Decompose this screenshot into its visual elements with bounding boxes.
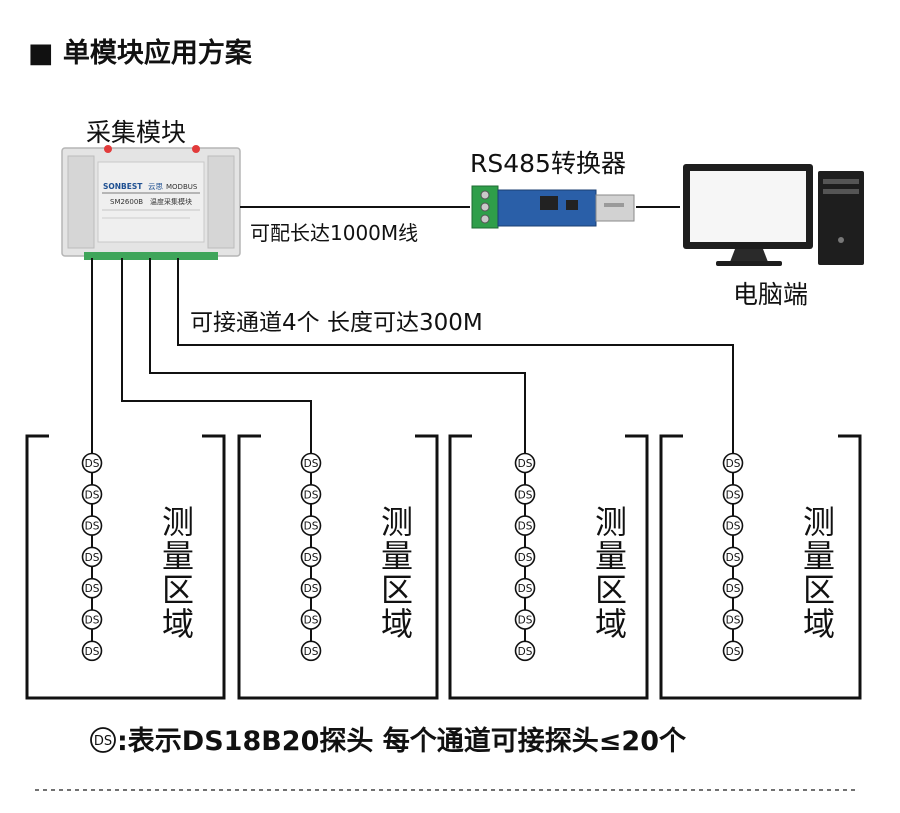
computer-label: 电脑端: [733, 280, 808, 309]
ds-probe: DS: [300, 483, 322, 505]
ds-probe: DS: [300, 546, 322, 568]
measurement-zone: DS DS DS DS DS DS DS 测量区域: [25, 434, 226, 700]
ds-probe-label: DS: [304, 646, 319, 658]
ds-probe-label: DS: [518, 458, 533, 470]
computer-icon: [683, 164, 864, 266]
measurement-zone: DS DS DS DS DS DS DS 测量区域: [659, 434, 862, 700]
zone-label: 测量区域: [803, 503, 835, 643]
legend-probe-icon: DS: [90, 727, 116, 753]
collection-module: SONBEST 云思 MODBUS SM2600B 温度采集模块: [61, 145, 241, 260]
ds-probe-label: DS: [726, 489, 741, 501]
ds-probe-label: DS: [85, 552, 100, 564]
zone-outline: [448, 434, 649, 700]
ds-probe: DS: [81, 609, 103, 630]
ds-probe: DS: [300, 577, 322, 599]
channel-wire-4: [177, 258, 734, 449]
zone-outline: [25, 434, 226, 700]
zone-outline: [237, 434, 439, 700]
ds-probe-label: DS: [518, 552, 533, 564]
ds-probe: DS: [300, 452, 322, 474]
module-model: SM2600B: [110, 198, 143, 206]
module-brand: SONBEST: [103, 182, 143, 191]
ds-probe-label: DS: [518, 646, 533, 658]
ds-probe-label: DS: [304, 521, 319, 533]
ds-probe: DS: [514, 515, 536, 536]
ds-probe-label: DS: [304, 489, 319, 501]
measurement-zones: DSDSDSDSDSDSDS测量区域DSDSDSDSDSDSDS测量区域DSDS…: [25, 434, 862, 700]
ds-probe-label: DS: [518, 583, 533, 595]
ds-probe-label: DS: [726, 646, 741, 658]
zone-label: 测量区域: [595, 503, 627, 643]
ds-probe: DS: [514, 640, 536, 662]
ds-probe-label: DS: [85, 458, 100, 470]
module-protocol: MODBUS: [166, 183, 198, 191]
module-brand-cn: 云思: [148, 182, 163, 191]
ds-probe: DS: [514, 546, 536, 568]
ds-probe-label: DS: [726, 521, 741, 533]
rs485-converter: [471, 185, 635, 229]
channels-label: 可接通道4个 长度可达300M: [190, 310, 483, 336]
ds-probe: DS: [722, 577, 744, 599]
ds-probe-label: DS: [85, 615, 100, 627]
channel-wire-2: [121, 258, 312, 449]
ds-probe-label: DS: [518, 489, 533, 501]
ds-probe: DS: [81, 483, 103, 505]
measurement-zone: DS DS DS DS DS DS DS 测量区域: [448, 434, 649, 700]
ds-probe-label: DS: [726, 615, 741, 627]
converter-label: RS485转换器: [470, 149, 626, 178]
ds-probe: DS: [81, 515, 103, 536]
ds-probe-label: DS: [726, 458, 741, 470]
module-name: 温度采集模块: [150, 197, 192, 206]
ds-probe: DS: [722, 483, 744, 505]
ds-probe: DS: [722, 546, 744, 568]
ds-probe-label: DS: [304, 552, 319, 564]
legend-text: :表示DS18B20探头 每个通道可接探头≤20个: [117, 725, 687, 757]
ds-probe: DS: [722, 640, 744, 662]
channel-wires: [91, 258, 734, 449]
ds-probe-label: DS: [726, 552, 741, 564]
ds-probe: DS: [722, 609, 744, 630]
measurement-zone: DS DS DS DS DS DS DS 测量区域: [237, 434, 439, 700]
ds-probe: DS: [514, 483, 536, 505]
ds-probe-label: DS: [726, 583, 741, 595]
ds-probe: DS: [514, 609, 536, 630]
ds-probe-label: DS: [518, 521, 533, 533]
module-label: 采集模块: [86, 118, 186, 147]
ds-probe: DS: [81, 452, 103, 474]
ds-probe-label: DS: [304, 458, 319, 470]
ds-probe-label: DS: [85, 521, 100, 533]
ds-probe: DS: [514, 577, 536, 599]
ds-probe-label: DS: [304, 583, 319, 595]
ds-probe: DS: [722, 452, 744, 474]
channel-wire-3: [149, 258, 526, 449]
ds-probe-label: DS: [304, 615, 319, 627]
ds-probe: DS: [514, 452, 536, 474]
zone-label: 测量区域: [381, 503, 413, 643]
ds-probe: DS: [300, 609, 322, 630]
link-label: 可配长达1000M线: [250, 221, 418, 245]
ds-probe-label: DS: [85, 646, 100, 658]
legend-probe-badge: DS: [94, 734, 112, 749]
ds-probe-label: DS: [518, 615, 533, 627]
zone-label: 测量区域: [162, 503, 194, 643]
ds-probe: DS: [81, 577, 103, 599]
zone-outline: [659, 434, 862, 700]
ds-probe: DS: [300, 640, 322, 662]
ds-probe: DS: [81, 640, 103, 662]
ds-probe: DS: [722, 515, 744, 536]
ds-probe: DS: [81, 546, 103, 568]
ds-probe-label: DS: [85, 489, 100, 501]
page-title: ■ 单模块应用方案: [28, 37, 253, 69]
ds-probe-label: DS: [85, 583, 100, 595]
ds-probe: DS: [300, 515, 322, 536]
legend: DS :表示DS18B20探头 每个通道可接探头≤20个: [90, 725, 687, 757]
